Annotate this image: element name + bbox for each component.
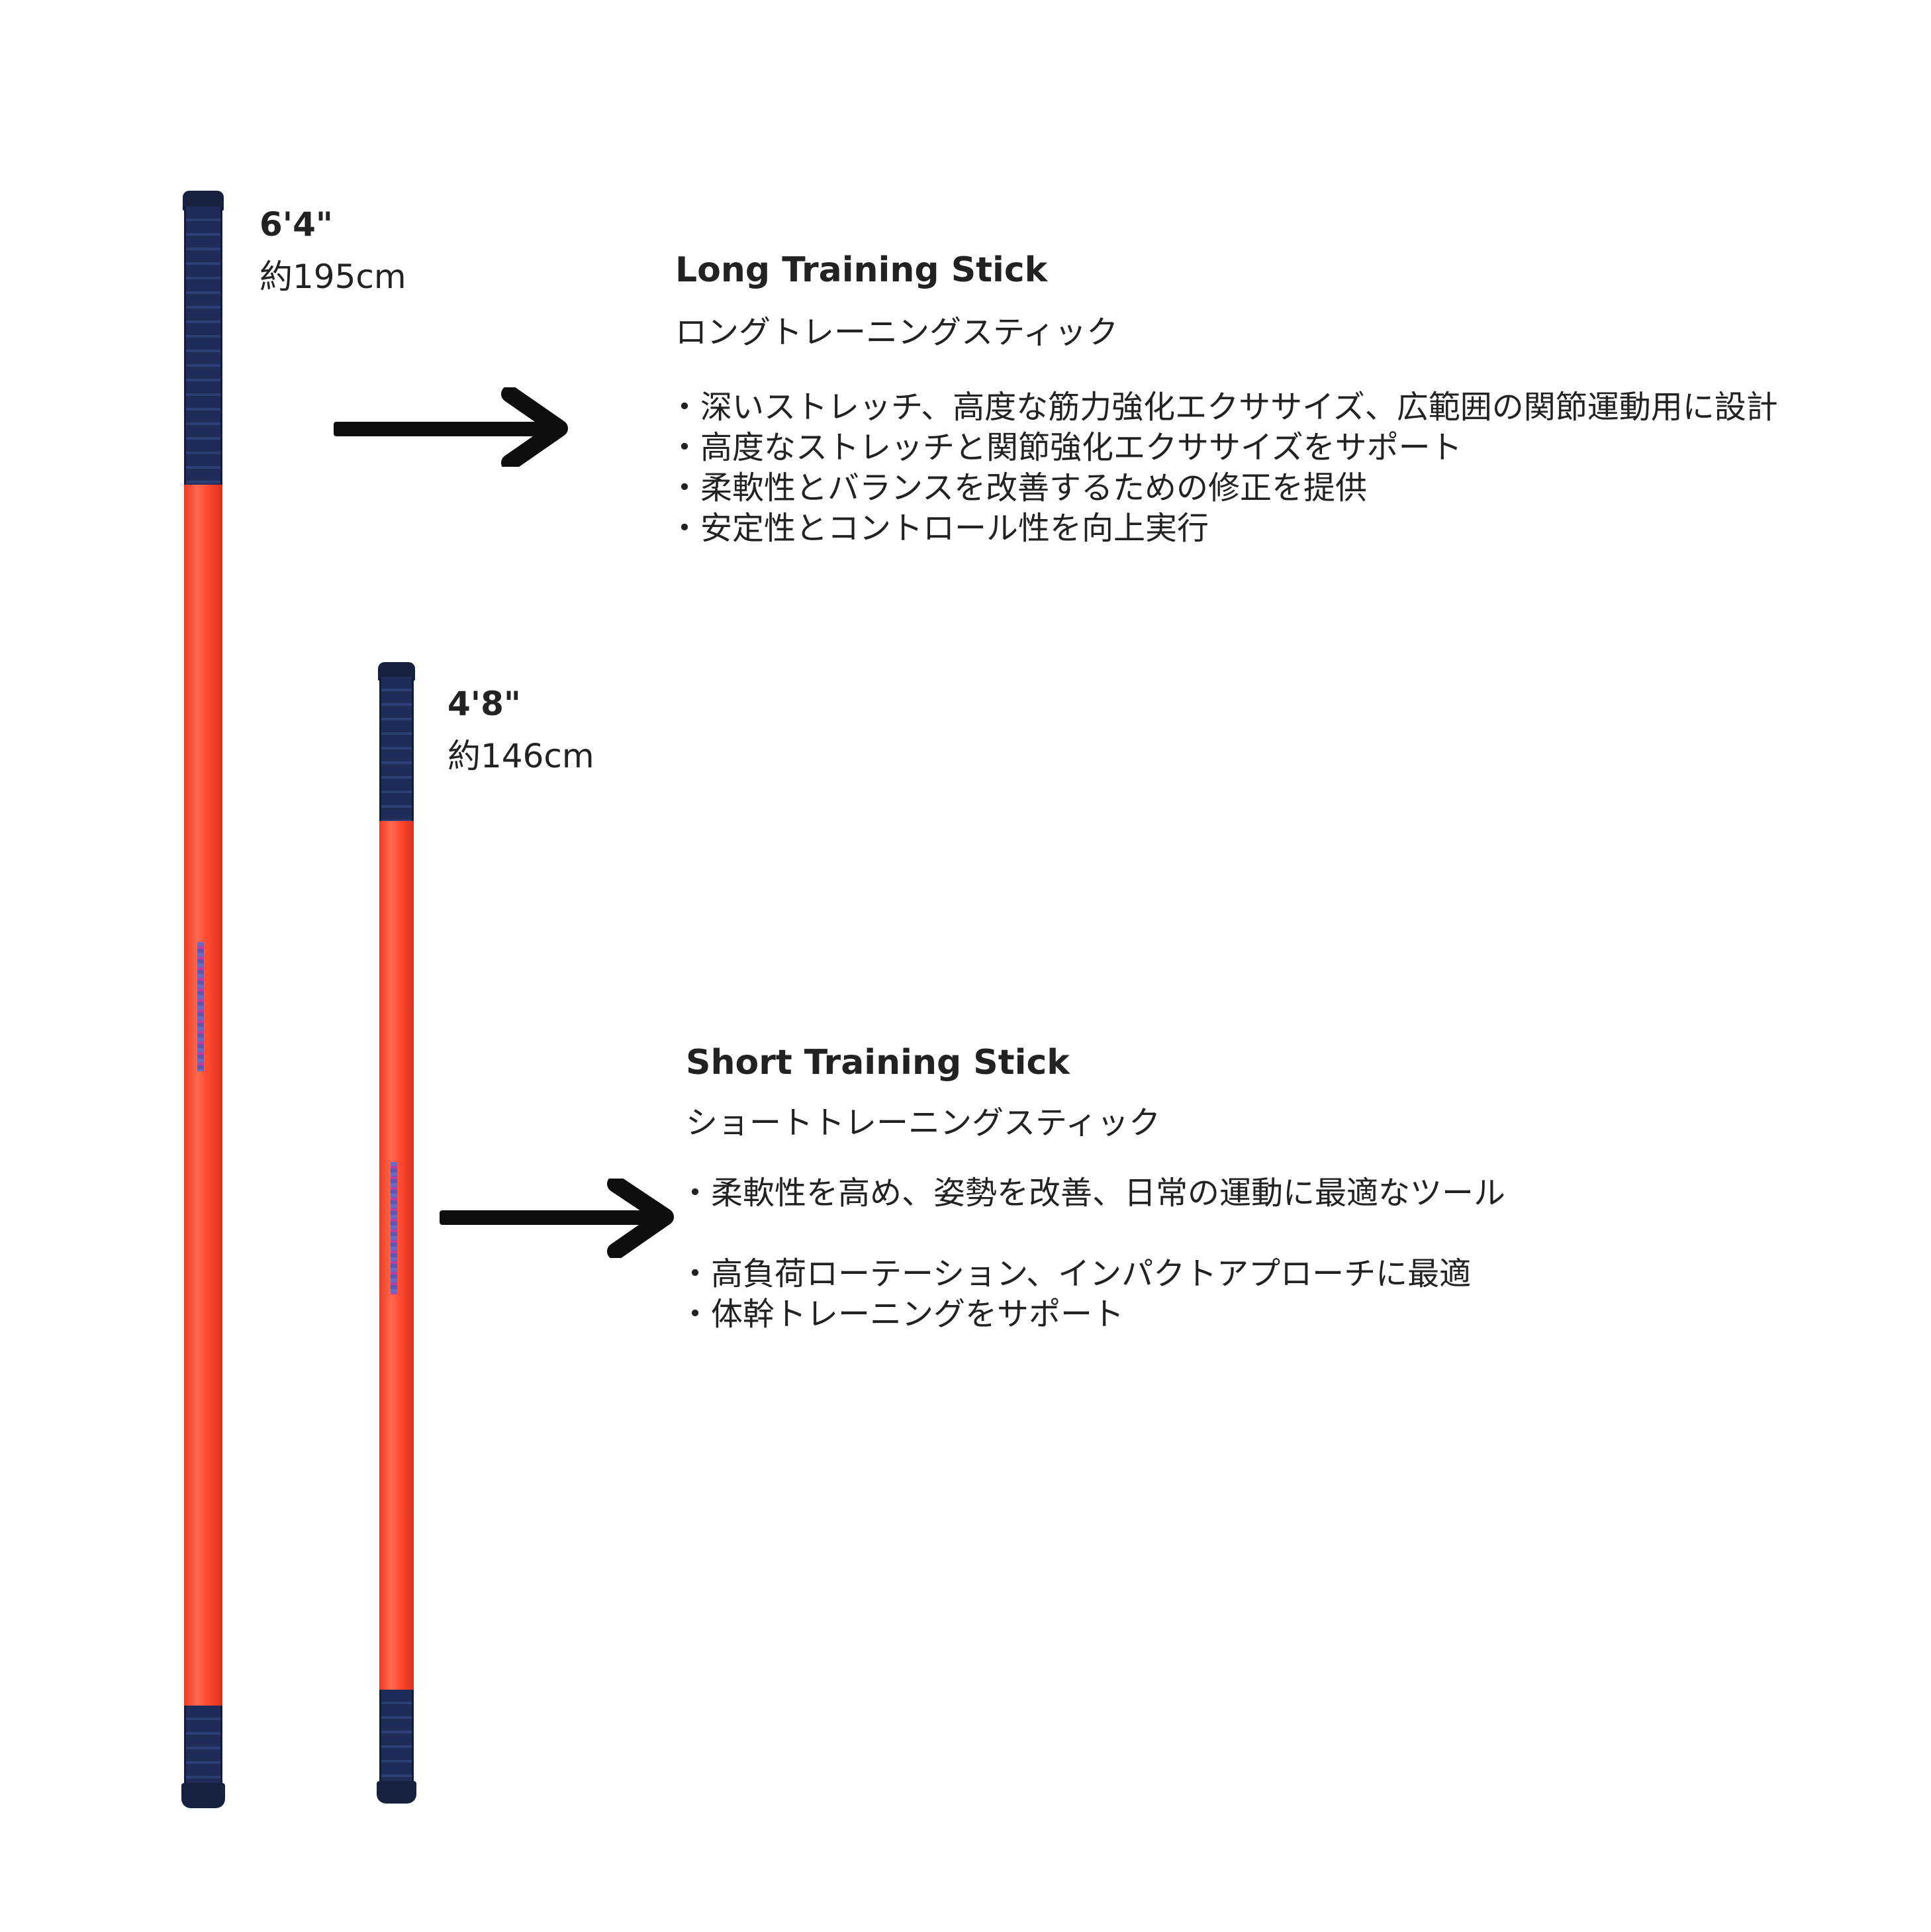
list-item: 高負荷ローテーション、インパクトアプローチに最適: [679, 1254, 1505, 1294]
short-size-metric: 約146cm: [447, 737, 594, 775]
stick-bottom-grip: [184, 1706, 222, 1788]
list-spacer: [679, 1214, 1505, 1254]
stick-top-grip: [184, 207, 222, 485]
long-title: Long Training Stick: [675, 250, 1048, 290]
long-size-imperial: 6'4": [259, 205, 333, 244]
stick-top-grip: [379, 677, 414, 821]
long-bullet-list: 深いストレッチ、高度な筋力強化エクササイズ、広範囲の関節運動用に設計 高度なスト…: [669, 387, 1778, 549]
short-bullet-list: 柔軟性を高め、姿勢を改善、日常の運動に最適なツール 高負荷ローテーション、インパ…: [679, 1173, 1505, 1335]
long-subtitle: ロングトレーニングスティック: [675, 314, 1119, 351]
stick-logo-mark: [197, 942, 204, 1071]
list-item: 体幹トレーニングをサポート: [679, 1294, 1505, 1335]
short-training-stick-image: [377, 662, 416, 1804]
long-size-metric: 約195cm: [259, 258, 406, 296]
stick-bottom-grip: [379, 1690, 414, 1786]
list-item: 柔軟性とバランスを改善するための修正を提供: [669, 468, 1778, 508]
short-subtitle: ショートトレーニングスティック: [686, 1104, 1161, 1141]
short-size-imperial: 4'8": [447, 685, 521, 723]
stick-bottom-cap: [181, 1783, 225, 1808]
stick-logo-mark: [391, 1162, 397, 1294]
long-training-stick-image: [181, 191, 225, 1808]
list-item: 安定性とコントロール性を向上実行: [669, 508, 1778, 549]
stick-shaft: [184, 485, 222, 1706]
list-item: 深いストレッチ、高度な筋力強化エクササイズ、広範囲の関節運動用に設計: [669, 387, 1778, 428]
short-title: Short Training Stick: [686, 1043, 1070, 1083]
arrow-right-icon: [440, 1179, 674, 1258]
arrow-right-icon: [334, 387, 568, 467]
list-item: 柔軟性を高め、姿勢を改善、日常の運動に最適なツール: [679, 1173, 1505, 1214]
list-item: 高度なストレッチと関節強化エクササイズをサポート: [669, 428, 1778, 468]
stick-bottom-cap: [377, 1781, 416, 1804]
